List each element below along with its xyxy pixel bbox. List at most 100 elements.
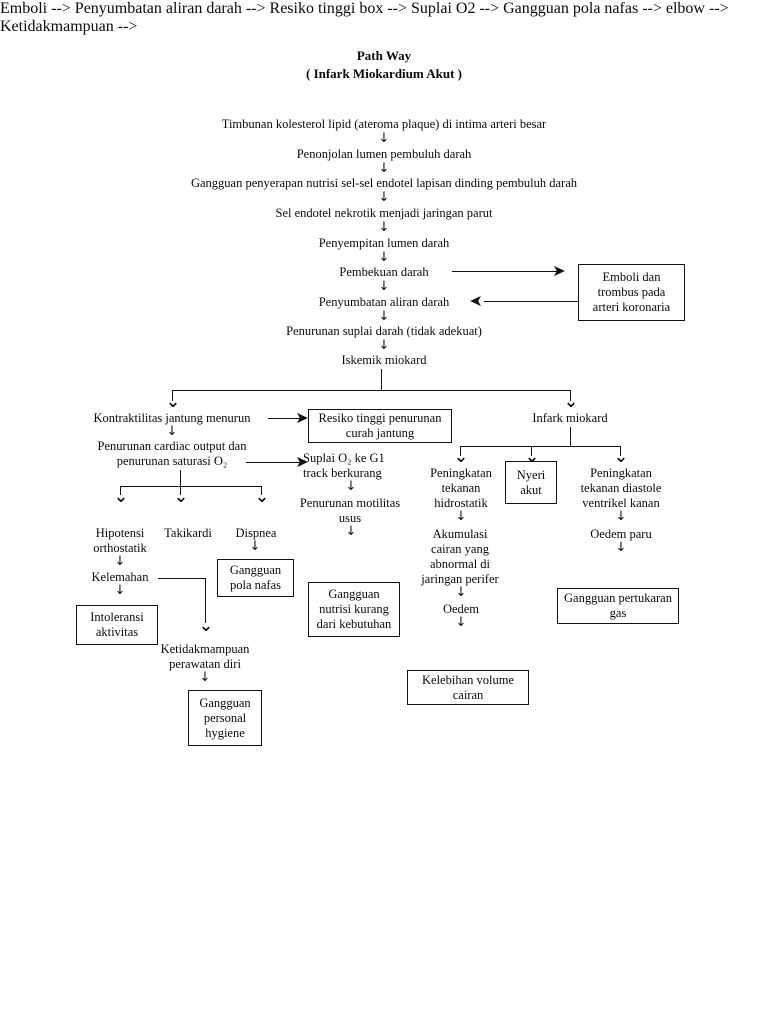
connector-kelemahan-elbow-h: [158, 578, 206, 579]
stem-iskemik-down: [381, 369, 382, 391]
node-penyumbatan-aliran: Penyumbatan aliran darah: [318, 295, 450, 309]
arrowhead-down-takikardi: ⌄: [173, 487, 189, 507]
arrow-down-3: ↓: [378, 190, 390, 205]
node-akumulasi-line2: cairan yang: [431, 542, 489, 556]
box-nyeri-line2: akut: [520, 482, 542, 497]
connector-kelemahan-elbow-v: [205, 578, 206, 623]
arrow-down-hipotensi-to-kelemahan: ↓: [114, 554, 126, 569]
node-penurunan-suplai-darah: Penurunan suplai darah (tidak adekuat): [286, 324, 482, 338]
arrow-down-diastole-to-oedem-paru: ↓: [615, 509, 627, 524]
node-infark-miokard: Infark miokard: [532, 411, 608, 425]
box-pertukaran-gas-line2: gas: [609, 606, 627, 620]
arrow-down-8: ↓: [378, 338, 390, 353]
box-gangguan-pertukaran-gas: Gangguan pertukaran gas: [557, 588, 679, 624]
node-penyempitan-lumen: Penyempitan lumen darah: [318, 236, 450, 250]
arrow-down-hidrostatik-to-akumulasi: ↓: [455, 509, 467, 524]
arrow-down-akumulasi-to-oedem: ↓: [455, 585, 467, 600]
fork-leg-left-kontraktilitas: [172, 390, 173, 401]
fork-leg-right-infark: [570, 390, 571, 401]
node-peningkatan-diastole-line1: Peningkatan: [590, 466, 652, 480]
box-resiko-tinggi-penurunan-curah-jantung: Resiko tinggi penurunan curah jantung: [308, 409, 452, 443]
box-kelebihan-volume-line2: cairan: [452, 687, 484, 702]
arrow-down-6: ↓: [378, 279, 390, 294]
arrowhead-down-hipotensi: ⌄: [113, 487, 129, 507]
arrow-down-4: ↓: [378, 220, 390, 235]
fork-leg-diastole: [620, 446, 621, 456]
connector-pembekuan-to-emboli: [452, 271, 557, 272]
arrowhead-right-to-suplai: ➤: [295, 452, 309, 471]
node-akumulasi-line1: Akumulasi: [432, 527, 488, 541]
connector-kontraktilitas-to-resiko: [268, 418, 300, 419]
node-ketidakmampuan-line2: perawatan diri: [169, 657, 241, 671]
box-resiko-line1: Resiko tinggi penurunan: [318, 411, 442, 425]
arrowhead-down-diastole: ⌄: [613, 447, 629, 467]
node-penurunan-cardiac-output-line2: penurunan saturasi O₂: [116, 454, 228, 468]
node-akumulasi-line3: abnormal di: [429, 557, 491, 571]
box-gangguan-personal-hygiene: Gangguan personal hygiene: [188, 690, 262, 746]
fork-leg-nyeri: [531, 446, 532, 456]
node-penonjolan-lumen: Penonjolan lumen pembuluh darah: [296, 147, 472, 161]
box-kelebihan-volume-cairan: Kelebihan volume cairan: [407, 670, 529, 705]
arrow-down-suplai-to-motilitas: ↓: [345, 479, 357, 494]
node-oedem-paru: Oedem paru: [590, 527, 652, 541]
node-penurunan-motilitas-line2: usus: [338, 511, 362, 525]
box-resiko-line2: curah jantung: [345, 426, 415, 440]
node-hipotensi-line1: Hipotensi: [95, 526, 145, 540]
fork-leg-hipotensi: [120, 486, 121, 495]
node-sel-endotel-nekrotik: Sel endotel nekrotik menjadi jaringan pa…: [275, 206, 493, 220]
page-title-line2: ( Infark Miokardium Akut ): [305, 66, 463, 81]
box-intoleransi-line2: aktivitas: [95, 625, 139, 639]
arrowhead-down-infark: ⌄: [563, 392, 579, 412]
box-emboli-line3: arteri koronaria: [592, 300, 671, 314]
node-pembekuan-darah: Pembekuan darah: [339, 265, 429, 279]
fork-bar-saturasi: [120, 486, 261, 487]
arrow-down-oedem-to-kelebihan-volume: ↓: [455, 615, 467, 630]
arrowhead-down-hidrostatik: ⌄: [453, 447, 469, 467]
box-kelebihan-volume-line1: Kelebihan volume: [422, 672, 514, 687]
fork-leg-dispnea: [261, 486, 262, 495]
arrow-down-2: ↓: [378, 161, 390, 176]
fork-bar-infark: [460, 446, 621, 447]
arrowhead-right-to-emboli: ➤: [552, 261, 566, 280]
node-kontraktilitas-menurun: Kontraktilitas jantung menurun: [93, 411, 251, 425]
node-kelemahan: Kelemahan: [91, 570, 149, 584]
node-iskemik-miokard: Iskemik miokard: [341, 353, 427, 367]
box-hygiene-line3: hygiene: [205, 725, 245, 740]
arrow-down-ketidakmampuan-to-hygiene: ↓: [199, 670, 211, 685]
page-title-line1: Path Way: [356, 48, 412, 63]
box-pertukaran-gas-line1: Gangguan pertukaran: [564, 591, 672, 605]
box-emboli-trombus: Emboli dan trombus pada arteri koronaria: [578, 264, 685, 321]
node-suplai-o2-line1: Suplai O₂ ke G1: [303, 451, 385, 465]
box-nyeri-line1: Nyeri: [516, 467, 546, 482]
box-emboli-line1: Emboli dan: [602, 270, 661, 284]
fork-bar-iskemik: [172, 390, 571, 391]
box-nyeri-akut: Nyeri akut: [505, 461, 557, 504]
node-timbunan-kolesterol: Timbunan kolesterol lipid (ateroma plaqu…: [221, 117, 547, 131]
arrow-down-7: ↓: [378, 309, 390, 324]
node-penurunan-cardiac-output-line1: Penurunan cardiac output dan: [97, 439, 247, 453]
box-nutrisi-line1: Gangguan: [328, 587, 380, 601]
box-pola-nafas-line1: Gangguan: [229, 563, 282, 577]
arrow-down-kelemahan-to-intoleransi: ↓: [114, 583, 126, 598]
box-intoleransi-aktivitas: Intoleransi aktivitas: [76, 605, 158, 645]
box-hygiene-line2: personal: [203, 710, 247, 725]
node-penurunan-motilitas-line1: Penurunan motilitas: [299, 496, 401, 510]
arrow-down-5: ↓: [378, 250, 390, 265]
arrowhead-down-kontraktilitas: ⌄: [165, 392, 181, 412]
box-emboli-line2: trombus pada: [597, 285, 666, 299]
node-gangguan-penyerapan: Gangguan penyerapan nutrisi sel-sel endo…: [190, 176, 577, 190]
arrow-down-kontraktilitas-to-co: ↓: [166, 424, 178, 439]
arrowhead-right-to-resiko: ➤: [295, 408, 309, 427]
stem-infark-down: [570, 427, 571, 447]
connector-saturasi-to-suplai: [246, 462, 300, 463]
fork-leg-takikardi: [180, 486, 181, 495]
arrowhead-left-to-penyumbatan: ➤: [469, 292, 483, 311]
arrow-down-motilitas-to-nutrisi: ↓: [345, 524, 357, 539]
node-peningkatan-diastole-line3: ventrikel kanan: [582, 496, 660, 510]
box-hygiene-line1: Gangguan: [199, 695, 251, 710]
connector-emboli-to-penyumbatan: [484, 301, 578, 302]
box-nutrisi-line2: nutrisi kurang: [319, 602, 389, 616]
fork-leg-hidrostatik: [460, 446, 461, 456]
node-ketidakmampuan-line1: Ketidakmampuan: [160, 642, 250, 656]
node-hipotensi-line2: orthostatik: [93, 541, 147, 555]
